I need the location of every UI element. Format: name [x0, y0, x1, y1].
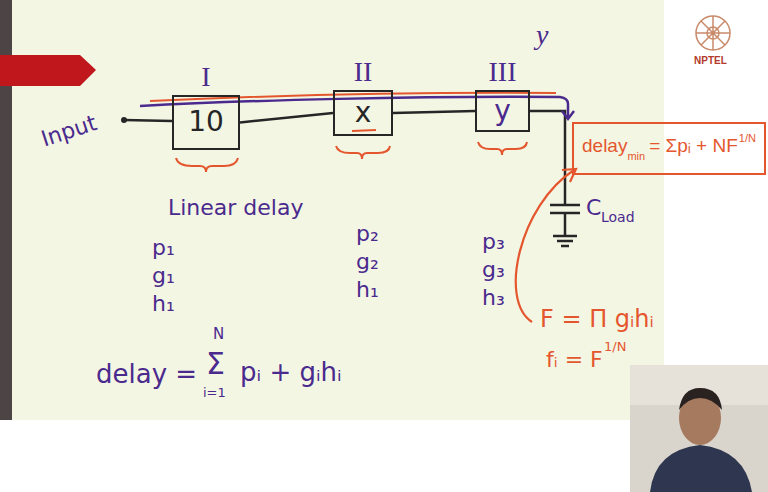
whiteboard-ground	[12, 0, 664, 420]
gate-box: IIx	[333, 90, 393, 136]
sum-limit: N	[213, 326, 224, 343]
stage-number: I	[201, 63, 210, 91]
capacitor-label: C	[586, 196, 601, 220]
parameter: p₃	[482, 230, 505, 254]
underline	[352, 130, 376, 131]
formula-text: fᵢ = F	[546, 348, 603, 372]
capacitor-symbol	[550, 205, 580, 246]
wire	[393, 111, 475, 113]
formula-text: F = Π gᵢhᵢ	[540, 306, 654, 332]
gate-effort: x	[355, 98, 372, 129]
capacitor-subscript: Load	[601, 210, 635, 225]
parameter: g₁	[152, 264, 175, 288]
gate-effort: 10	[188, 107, 224, 138]
subscript: min	[627, 150, 645, 162]
red-arrow-tab	[0, 55, 96, 86]
input-dot	[121, 117, 127, 123]
exponent: 1/N	[739, 132, 756, 144]
underbrace	[336, 146, 390, 159]
parameter: h₃	[482, 286, 505, 310]
formula-text: = Σpᵢ + NF	[649, 135, 738, 156]
parameter: p₂	[356, 222, 379, 246]
path-arrow	[562, 104, 574, 119]
input-wire	[124, 120, 172, 121]
gate-box: IIIy	[475, 90, 530, 132]
underbrace	[176, 158, 238, 172]
formula-text: pᵢ + gᵢhᵢ	[240, 358, 342, 387]
signal-name: y	[536, 20, 548, 51]
note: Linear delay	[168, 196, 303, 220]
parameter: g₃	[482, 258, 505, 282]
formula-text: delay	[582, 135, 627, 156]
formula-text: delay =	[96, 360, 197, 389]
webcam-inset	[630, 365, 768, 492]
nptel-logo	[696, 16, 730, 50]
sum-sign: Σ	[206, 347, 225, 380]
output-wire	[530, 111, 565, 205]
underbrace	[478, 142, 527, 155]
stage-number: II	[354, 58, 373, 86]
exponent: 1/N	[604, 340, 626, 354]
result-box: delaymin = Σpᵢ + NF1/N	[572, 122, 766, 175]
parameter: h₁	[152, 292, 175, 316]
parameter: h₁	[356, 278, 379, 302]
parameter: p₁	[152, 236, 175, 260]
gate-effort: y	[494, 96, 511, 127]
logo-text: NPTEL	[694, 55, 727, 66]
gate-box: I10	[172, 95, 240, 150]
wire	[240, 113, 333, 123]
stage-number: III	[489, 58, 517, 86]
sum-limit: i=1	[203, 386, 226, 400]
parameter: g₂	[356, 250, 379, 274]
curved-arrow	[516, 170, 574, 322]
